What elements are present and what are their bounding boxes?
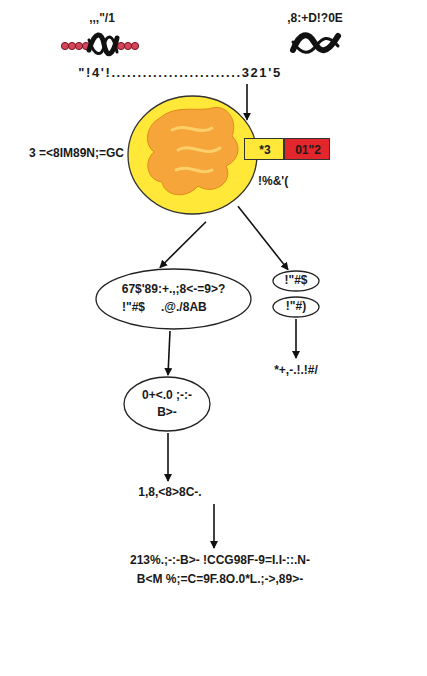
arrow-connector	[167, 433, 169, 481]
node-text: !"#)	[272, 298, 320, 315]
strand-symbol	[293, 38, 338, 52]
arrow-connector	[160, 222, 206, 268]
node-text: *+,-.!.!#/	[246, 362, 346, 379]
ellipse-shape	[124, 377, 210, 431]
molecule-label: ,8:+D!?0E	[270, 10, 360, 26]
ellipse-shape	[96, 269, 251, 329]
strand-symbol	[89, 37, 117, 54]
outcome-label: *+,-.!.!#/	[246, 362, 346, 380]
sequence-label: "!4'!.........................321'5	[60, 64, 300, 82]
node-text: 67$'89:+.,;8<-=9>?	[95, 281, 252, 298]
ellipse-outline	[95, 268, 252, 330]
node-text: !%&'(	[258, 173, 308, 190]
strand-symbol	[89, 35, 117, 54]
node-text: !"#$	[272, 272, 320, 289]
process-ellipse: 67$'89:+.,;8<-=9>?!"#$.@./8AB	[95, 268, 252, 330]
protein-circle: 3 =<8IM89N;=GC!%&'(	[127, 95, 258, 215]
process-ellipse: 0+<.0 ;-:-B>-	[123, 376, 211, 432]
node-text: 213%.;-:-B>- !CCG98F-9=I.I-::.N-B<M %;=C…	[120, 551, 320, 589]
small-ellipse: !"#$	[272, 270, 320, 292]
arrow-connector	[213, 504, 215, 548]
node-text: "!4'!.........................321'5	[60, 64, 300, 81]
outcome-label: 1,8,<8>8C-.	[100, 484, 240, 502]
node-text: .@./8AB	[161, 299, 231, 316]
node-text: !"#$	[122, 299, 162, 316]
bead-chain	[61, 42, 138, 49]
arrow-connector	[295, 319, 297, 358]
outcome-label: 213%.;-:-B>- !CCG98F-9=I.I-::.N-B<M %;=C…	[120, 551, 320, 611]
ellipse-shape	[273, 271, 319, 291]
node-text: 3 =<8IM89N;=GC	[2, 145, 124, 162]
domain-box: *3	[244, 138, 284, 160]
domain-box: 01"2	[284, 138, 330, 160]
node-text: 01"2	[285, 142, 331, 159]
arrow-connector	[168, 331, 170, 375]
node-text: *3	[245, 142, 285, 159]
node-text: 1,8,<8>8C-.	[100, 484, 240, 501]
small-ellipse: !"#)	[272, 296, 320, 318]
node-text: 0+<.0 ;-:-B>-	[137, 387, 197, 421]
ellipse-shape	[273, 297, 319, 317]
ellipse-outline	[123, 376, 211, 432]
arrow-connector	[246, 84, 248, 120]
ellipse-shape	[128, 96, 257, 214]
molecule-label: ,,,"/1	[62, 10, 142, 26]
arrow-connector	[238, 206, 288, 269]
ellipse-outline	[127, 95, 258, 215]
strand-symbol	[293, 35, 338, 50]
